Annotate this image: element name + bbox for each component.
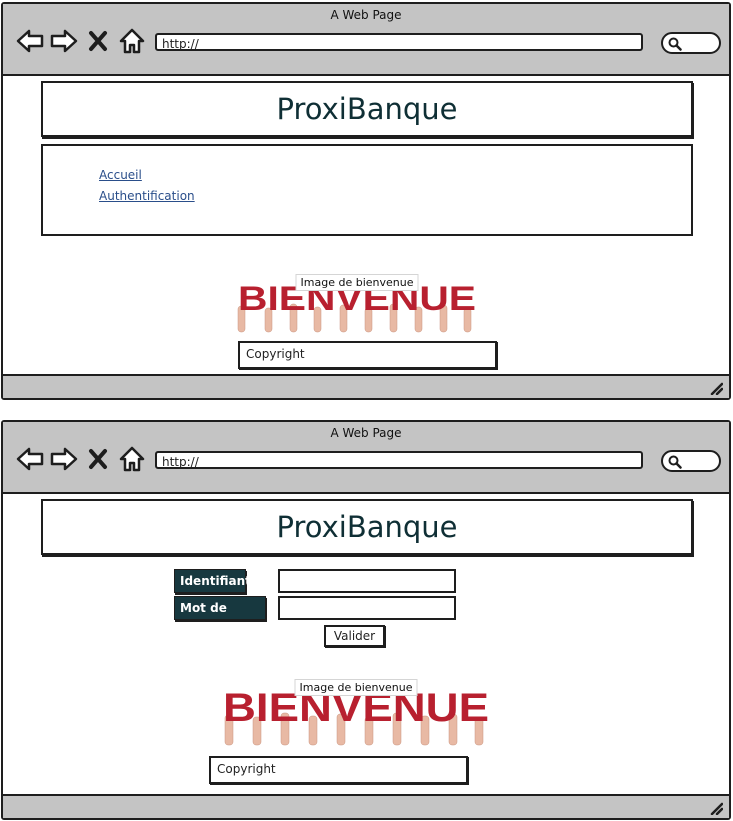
home-icon[interactable]: [117, 444, 147, 474]
window-title: A Web Page: [330, 426, 402, 440]
welcome-banner: BIENVENUE Image de bienvenue: [232, 274, 482, 334]
browser-chrome: A Web Page http://: [3, 422, 729, 494]
home-icon[interactable]: [117, 26, 147, 56]
password-input[interactable]: [278, 596, 456, 620]
browser-window-home: A Web Page http:// ProxiBanque Accueil: [1, 2, 731, 400]
banner-label: Image de bienvenue: [294, 679, 418, 696]
url-input[interactable]: http://: [155, 451, 643, 469]
welcome-image: BIENVENUE: [217, 679, 495, 747]
welcome-banner: BIENVENUE Image de bienvenue: [217, 679, 495, 747]
banner-label: Image de bienvenue: [295, 274, 419, 291]
close-x-icon[interactable]: [83, 26, 113, 56]
copyright-footer: Copyright: [238, 341, 497, 369]
password-label: Mot de passe: [174, 596, 266, 637]
forward-arrow-icon[interactable]: [49, 444, 79, 474]
menu-link-authentification[interactable]: Authentification: [99, 189, 195, 203]
nav-icons: [15, 26, 147, 56]
search-field[interactable]: [661, 450, 721, 472]
browser-window-login: A Web Page http:// ProxiBanque Identifia…: [1, 420, 731, 820]
nav-menu: Accueil Authentification: [41, 144, 693, 236]
nav-icons: [15, 444, 147, 474]
page-content: ProxiBanque Identifiant Mot de passe Val…: [3, 422, 729, 818]
copyright-footer: Copyright: [209, 756, 468, 784]
forward-arrow-icon[interactable]: [49, 26, 79, 56]
browser-status-bar: [3, 794, 729, 818]
site-title: ProxiBanque: [276, 510, 458, 544]
back-arrow-icon[interactable]: [15, 444, 45, 474]
back-arrow-icon[interactable]: [15, 26, 45, 56]
search-field[interactable]: [661, 32, 721, 54]
resize-grip-icon[interactable]: [709, 381, 723, 395]
site-title: ProxiBanque: [276, 92, 458, 126]
page-content: ProxiBanque Accueil Authentification BIE…: [3, 4, 729, 398]
site-header: ProxiBanque: [41, 81, 693, 137]
window-title: A Web Page: [330, 8, 402, 22]
menu-link-accueil[interactable]: Accueil: [99, 168, 142, 182]
site-header: ProxiBanque: [41, 499, 693, 555]
search-icon: [668, 455, 682, 469]
browser-chrome: A Web Page http://: [3, 4, 729, 76]
identifiant-input[interactable]: [278, 569, 456, 593]
resize-grip-icon[interactable]: [709, 801, 723, 815]
identifiant-label: Identifiant: [174, 569, 251, 593]
url-input[interactable]: http://: [155, 33, 643, 51]
close-x-icon[interactable]: [83, 444, 113, 474]
search-icon: [668, 37, 682, 51]
submit-button[interactable]: Valider: [324, 625, 385, 647]
browser-status-bar: [3, 374, 729, 398]
